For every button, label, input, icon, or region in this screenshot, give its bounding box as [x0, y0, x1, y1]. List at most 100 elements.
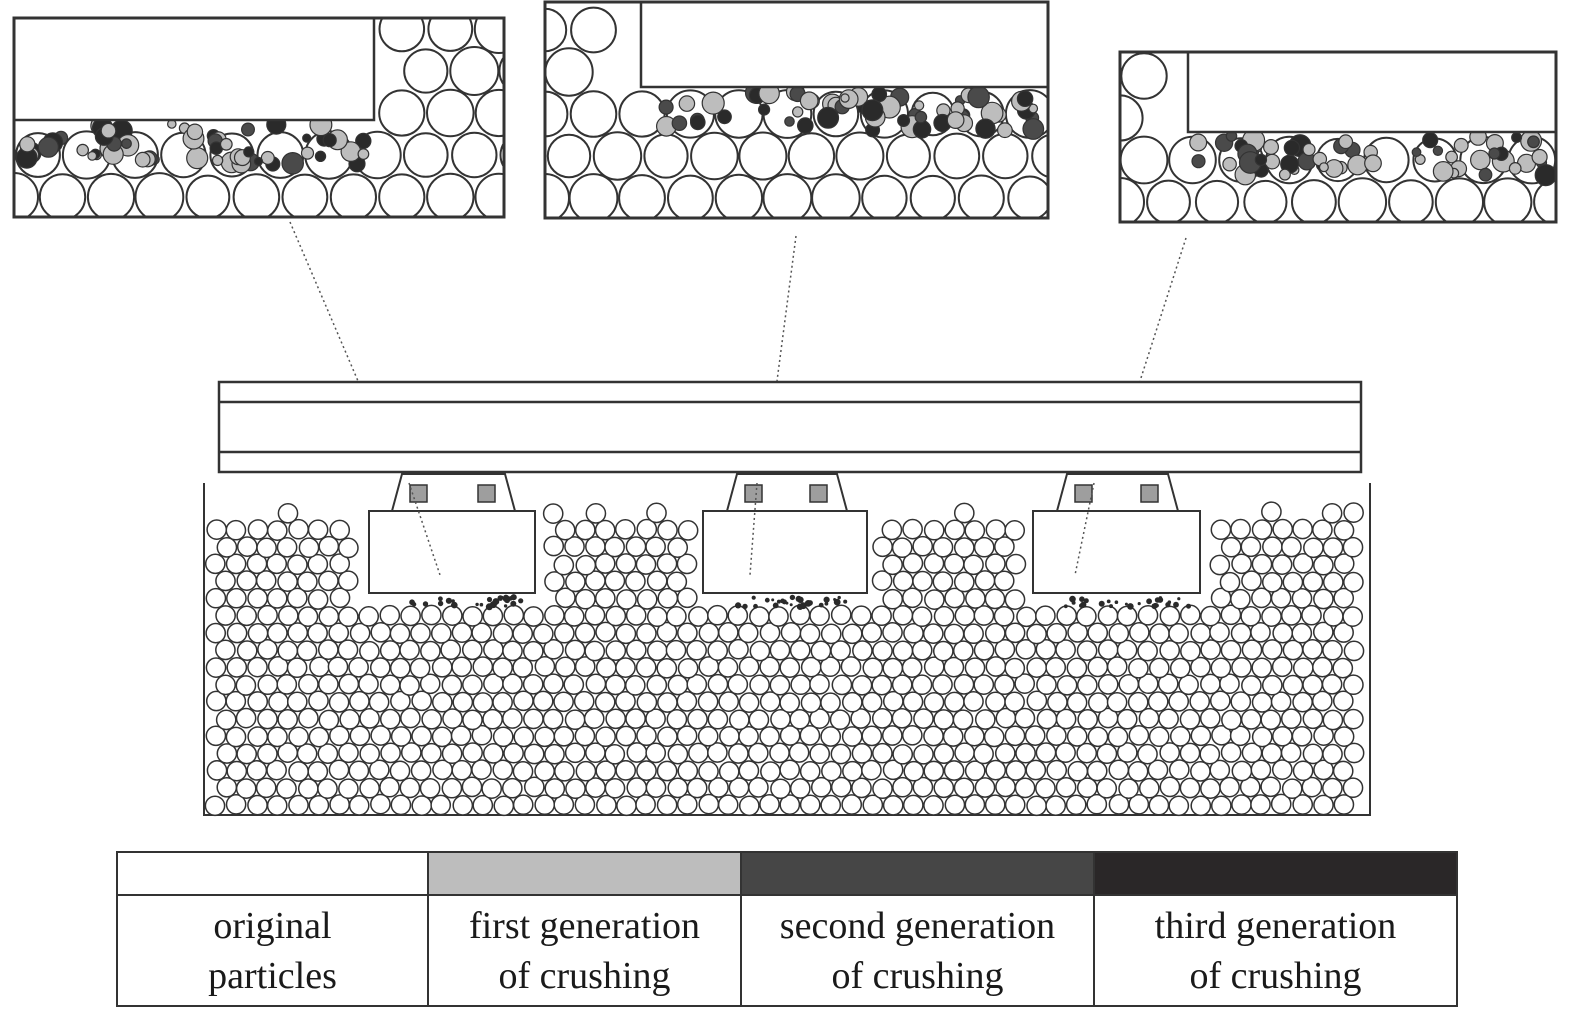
ballast-particle-icon — [1148, 726, 1170, 748]
ballast-particle-icon — [1137, 604, 1159, 626]
legend-label-line1: first generation — [468, 904, 701, 947]
ballast-particle-icon — [1333, 553, 1355, 574]
zoom-leader-lines — [289, 221, 1187, 576]
crushed-fragment — [1127, 603, 1134, 610]
ballast-particle-icon — [901, 724, 923, 746]
ballast-particle-icon — [318, 606, 340, 627]
ballast-particle-icon — [482, 743, 504, 764]
ballast-particle-icon — [1148, 657, 1170, 679]
ballast-particle-icon — [1333, 622, 1354, 643]
ballast-particle-icon — [667, 174, 714, 218]
ballast-particle-icon — [503, 742, 524, 764]
ballast-particle-icon — [974, 709, 996, 730]
crushed-fragment — [753, 603, 758, 609]
ballast-particle-icon — [185, 174, 231, 217]
ballast-particle-icon — [298, 673, 319, 695]
ballast-particle-icon — [368, 691, 390, 713]
ballast-particle-icon — [1312, 519, 1333, 541]
ballast-particle-icon — [502, 708, 523, 729]
ballast-particle-icon — [1128, 725, 1150, 746]
ballast-particle-icon — [1067, 760, 1089, 782]
ballast-particle-icon — [1333, 520, 1355, 541]
ballast-particle-icon — [871, 674, 893, 696]
ballast-particle-icon — [247, 726, 269, 747]
crushed-particle-icon — [678, 95, 696, 112]
ballast-particle-icon — [461, 639, 483, 661]
ballast-particle-icon — [1282, 571, 1304, 593]
ballast-particle-icon — [1159, 742, 1181, 763]
ballast-particle-icon — [288, 794, 309, 816]
legend-item-original: original particles — [118, 853, 427, 1005]
crushed-fragment — [1063, 604, 1068, 609]
crushed-fragment — [1106, 599, 1111, 604]
ballast-particle-icon — [1120, 135, 1169, 185]
ballast-particle-icon — [512, 794, 534, 816]
ballast-particle-icon — [789, 639, 811, 661]
ballast-particle-icon — [542, 503, 564, 524]
ballast-particle-icon — [790, 674, 812, 696]
ballast-particle-icon — [471, 759, 492, 780]
ballast-particle-icon — [378, 18, 426, 53]
ballast-particle-icon — [574, 725, 596, 747]
ballast-particle-icon — [451, 131, 498, 179]
ballast-particle-icon — [646, 640, 668, 662]
ballast-particle-icon — [615, 553, 637, 574]
ballast-particle-icon — [913, 743, 934, 765]
ballast-particle-icon — [1272, 725, 1293, 747]
ballast-particle-icon — [1210, 795, 1232, 817]
ballast-particle-icon — [441, 777, 463, 799]
crushed-fragment — [780, 598, 785, 604]
ballast-particle-icon — [1251, 692, 1273, 713]
ballast-particle-icon — [1313, 725, 1334, 746]
ballast-particle-icon — [545, 7, 568, 53]
ballast-particle-icon — [1271, 759, 1293, 780]
ballast-particle-icon — [1343, 674, 1364, 696]
ballast-particle-icon — [512, 623, 534, 644]
ballast-particle-icon — [419, 777, 441, 799]
ballast-particle-icon — [759, 726, 780, 747]
rail-icon — [217, 380, 1363, 474]
ballast-particle-icon — [564, 536, 585, 557]
ballast-particle-icon — [481, 778, 503, 799]
ballast-particle-icon — [749, 606, 770, 627]
ballast-particle-icon — [909, 174, 956, 218]
ballast-particle-icon — [984, 622, 1006, 644]
ballast-particle-icon — [1260, 709, 1282, 731]
ballast-particle-icon — [770, 778, 791, 800]
ballast-particle-icon — [677, 622, 698, 644]
ballast-particle-icon — [286, 691, 308, 713]
ballast-particle-icon — [676, 725, 698, 747]
ballast-particle-icon — [452, 691, 474, 713]
ballast-particle-icon — [369, 657, 391, 678]
ballast-particle-icon — [492, 726, 514, 748]
ballast-particle-icon — [1533, 178, 1556, 222]
ballast-particle-icon — [1149, 623, 1170, 644]
inset-frame — [1118, 50, 1558, 224]
crushed-particle-icon — [1318, 162, 1329, 173]
ballast-particle-icon — [307, 589, 329, 610]
ballast-particle-icon — [676, 691, 698, 712]
ballast-particle-icon — [656, 553, 678, 574]
ballast-particle-icon — [1230, 518, 1251, 540]
ballast-particle-icon — [1270, 587, 1292, 609]
ballast-particle-icon — [882, 622, 903, 643]
ballast-particle-icon — [1230, 622, 1252, 644]
ballast-particle-icon — [1190, 761, 1211, 782]
ballast-particle-icon — [286, 657, 308, 679]
ballast-particle-icon — [953, 537, 975, 558]
ballast-particle-icon — [707, 708, 729, 730]
ballast-particle-icon — [1147, 759, 1169, 781]
ballast-particle-icon — [1291, 725, 1313, 747]
crushed-particle-icon — [1534, 164, 1556, 187]
ballast-particle-icon — [276, 674, 298, 695]
ballast-particle-icon — [574, 622, 596, 644]
ballast-particle-icon — [1280, 605, 1302, 626]
ballast-particle-icon — [595, 621, 616, 643]
ballast-particle-icon — [1005, 553, 1027, 575]
zoom-insets — [12, 0, 1558, 224]
ballast-particle-icon — [1313, 554, 1334, 576]
ballast-particle-icon — [850, 605, 872, 627]
ballast-particle-icon — [594, 691, 616, 713]
ballast-particle-icon — [1200, 778, 1221, 799]
ballast-particle-icon — [419, 673, 441, 695]
